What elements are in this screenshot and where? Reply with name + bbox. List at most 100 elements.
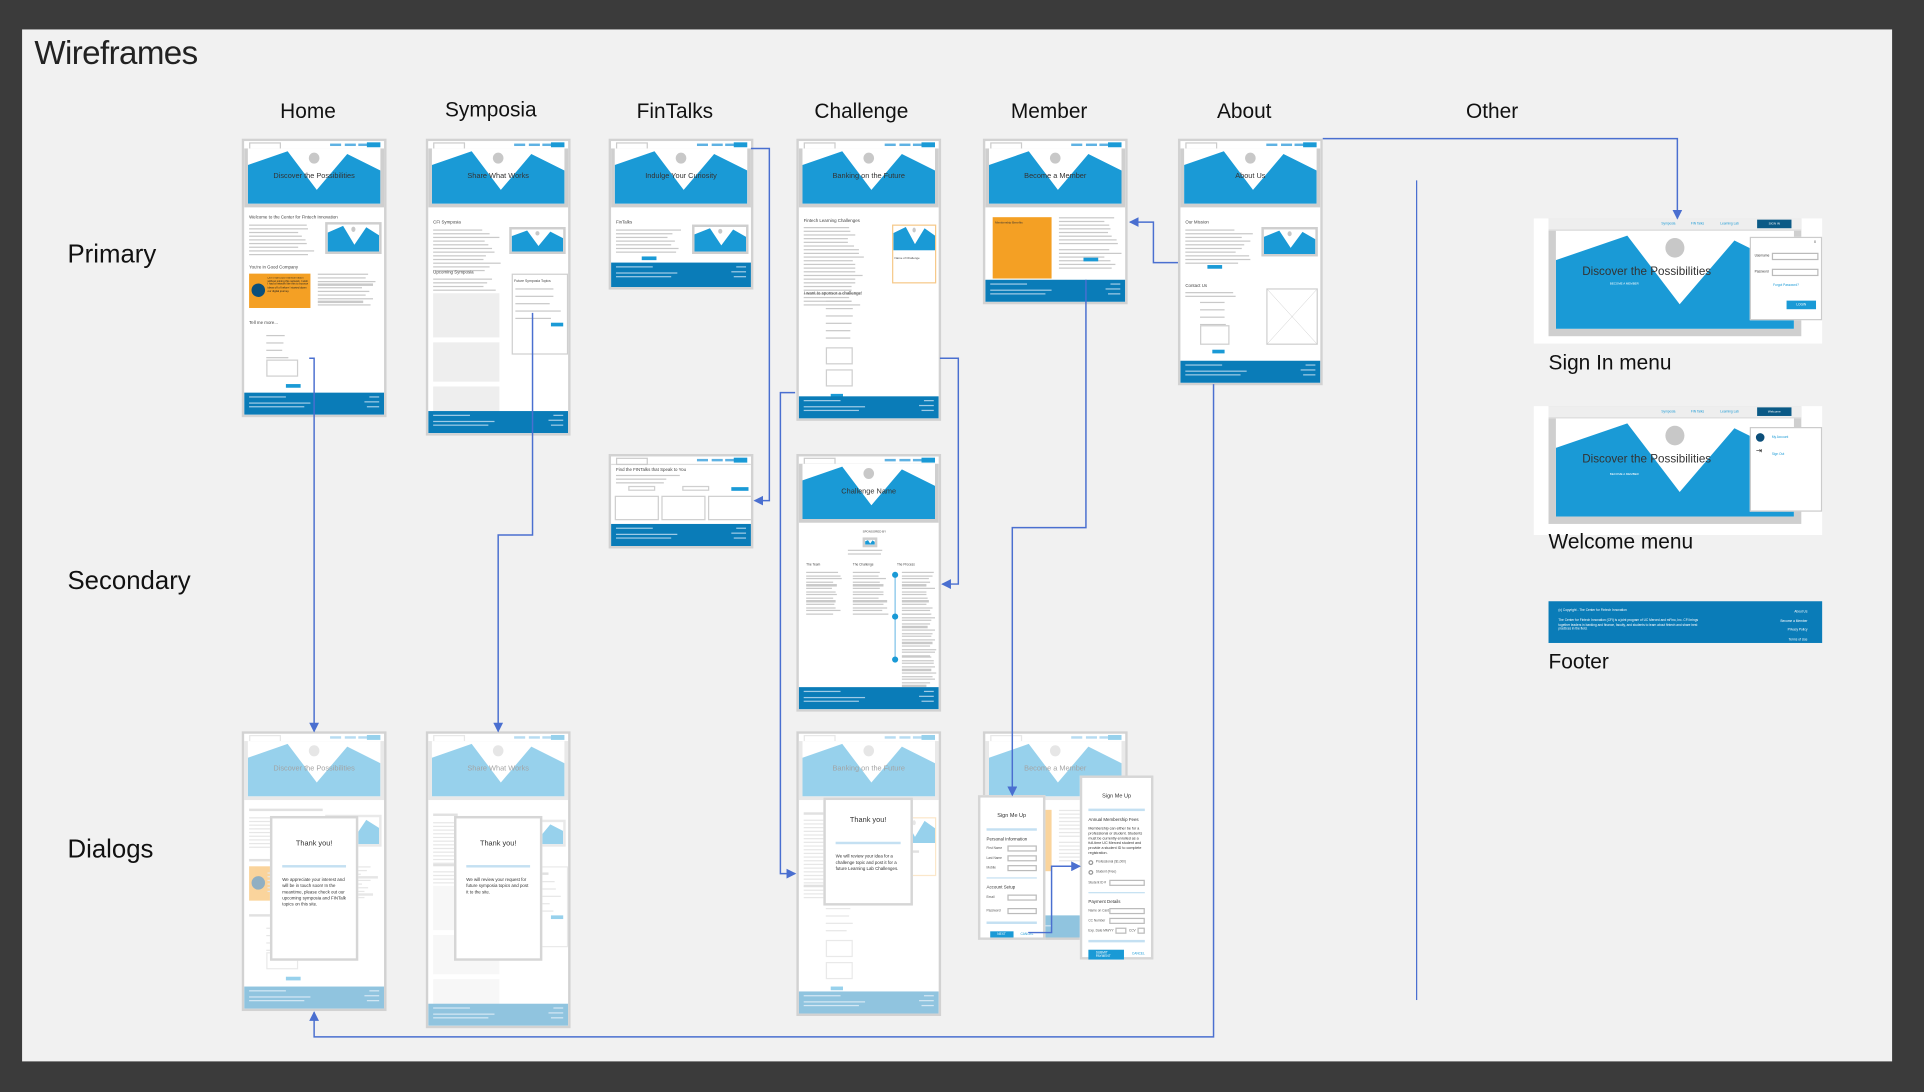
text-input[interactable]: [1007, 908, 1037, 915]
form-row[interactable]: First Name: [986, 844, 1037, 851]
text-line: [803, 289, 852, 292]
form-row[interactable]: Password: [987, 908, 1037, 915]
footer-link: Become a Member: [1780, 619, 1808, 623]
text-line: [249, 250, 315, 252]
hero-title: Become a Member: [1024, 173, 1087, 181]
section-title: Payment Details: [1088, 899, 1121, 905]
cancel-link[interactable]: CANCEL: [1020, 931, 1034, 936]
challenge-thank-you-dialog[interactable]: Thank you!We will review your idea for a…: [823, 797, 913, 906]
hero-title: Discover the Possibilities: [273, 173, 355, 181]
text-line: [901, 662, 935, 665]
text-line: [803, 230, 851, 233]
signin-button: [921, 734, 936, 740]
text-line: [806, 571, 838, 574]
footer: [798, 991, 939, 1014]
text-line: [1058, 220, 1105, 223]
text-line: [901, 597, 928, 599]
text-line: [852, 603, 884, 606]
section-heading: Upcoming Symposia: [433, 269, 474, 275]
text-line: [433, 258, 484, 261]
text-line: [1185, 258, 1251, 261]
benefits-title: Membership Benefits: [995, 220, 1023, 225]
next-button[interactable]: NEXT: [989, 930, 1014, 937]
cancel-link[interactable]: CANCEL: [1131, 952, 1145, 956]
column-about: About: [1216, 99, 1272, 123]
text-line: [852, 587, 880, 590]
hero-banner: Discover the Possibilities: [244, 741, 385, 801]
text-line: [1058, 256, 1104, 258]
text-input[interactable]: [1109, 879, 1145, 886]
text-input[interactable]: [1007, 894, 1037, 901]
heading-placeholder: [249, 914, 274, 917]
symposia-thank-you-dialog[interactable]: Thank you!We will review your request fo…: [454, 815, 543, 961]
home-thank-you-dialog[interactable]: Thank you!We appreciate your interest an…: [269, 815, 359, 961]
text-input[interactable]: [1007, 864, 1037, 871]
text-line: [1058, 224, 1110, 227]
text-line: [266, 349, 283, 352]
text-line: [901, 600, 930, 602]
field-label: Student ID #: [1088, 880, 1107, 885]
dialog-title: Sign Me Up: [1102, 792, 1132, 799]
field-label: Exp. Date MM/YY: [1088, 928, 1114, 933]
text-line: [615, 229, 682, 231]
text-input[interactable]: [1114, 927, 1127, 934]
form-row[interactable]: Name on Card: [1088, 908, 1145, 915]
text-line: [433, 229, 483, 231]
signin-button: [1303, 142, 1317, 148]
form-row[interactable]: Email: [987, 894, 1037, 901]
form-row[interactable]: CC Number: [1088, 917, 1145, 924]
form-row[interactable]: Mobile: [987, 864, 1037, 871]
text-line: [806, 603, 835, 606]
text-line: [901, 648, 936, 651]
form-row[interactable]: Last Name: [987, 854, 1037, 861]
text-line: [615, 233, 673, 235]
text-line: [803, 252, 859, 255]
form-row[interactable]: Student ID #: [1088, 879, 1145, 886]
footer-preview[interactable]: (c) Copyright - The Center for Fintech I…: [1548, 601, 1823, 644]
text-line: [433, 236, 500, 239]
ccv-input[interactable]: [1136, 927, 1145, 934]
signin-button: [366, 734, 381, 740]
text-line: [317, 280, 376, 282]
field-label: First Name: [986, 846, 1003, 850]
radio-option[interactable]: Student (Free): [1088, 869, 1144, 875]
dialog-title: Thank you!: [849, 817, 887, 825]
text-line: [317, 304, 372, 306]
section-heading: Welcome to the Center for Fintech Innova…: [249, 214, 338, 220]
text-line: [901, 678, 935, 681]
text-line: [1185, 255, 1249, 257]
section-heading: I want to sponsor a challenge!: [803, 290, 863, 296]
text-line: [803, 271, 855, 273]
text-input[interactable]: [1109, 908, 1145, 915]
section-title: Annual Membership Fees: [1088, 816, 1139, 822]
footer: [1180, 360, 1321, 383]
submit-payment-button[interactable]: SUBMIT PAYMENT: [1088, 949, 1125, 959]
password-field: [1771, 268, 1819, 277]
hero-title: Challenge Name: [841, 488, 897, 496]
text-line: [1058, 231, 1108, 234]
footer-links: About Us Become a Member Privacy Policy …: [1781, 607, 1808, 644]
hero-banner: Discover the Possibilities: [244, 148, 385, 208]
footer: [798, 687, 939, 710]
text-line: [249, 231, 299, 234]
text-input[interactable]: [1007, 854, 1037, 861]
text-line: [825, 908, 851, 910]
radio-option[interactable]: Professional ($1,000): [1088, 859, 1144, 865]
text-input[interactable]: [1109, 917, 1145, 924]
text-input[interactable]: [1007, 844, 1037, 851]
fintalks-secondary-frame[interactable]: Find the FINTalks that Speak to You: [608, 454, 754, 549]
text-line: [825, 322, 852, 325]
benefits-box: Membership Benefits: [992, 217, 1052, 279]
